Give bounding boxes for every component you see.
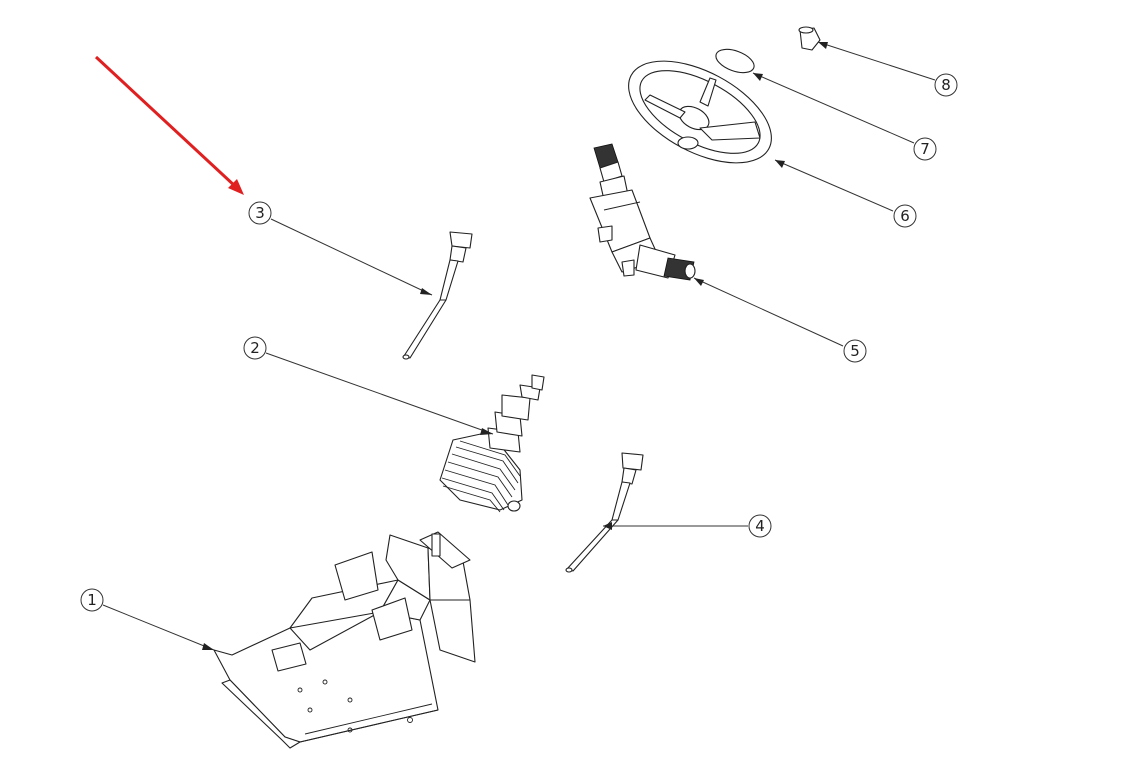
callout-8: 8 xyxy=(934,73,958,97)
part-spinner-knob xyxy=(798,26,821,51)
part-base-bracket xyxy=(213,531,476,749)
callout-label: 6 xyxy=(900,207,910,225)
leader-lines xyxy=(102,41,936,651)
callout-1: 1 xyxy=(80,588,104,612)
callout-label: 4 xyxy=(755,517,765,535)
callout-2: 2 xyxy=(243,336,267,360)
part-steering-column xyxy=(589,143,696,281)
callout-4: 4 xyxy=(748,514,772,538)
part-joystick-bellows xyxy=(439,374,545,513)
callout-3: 3 xyxy=(248,201,272,225)
callout-5: 5 xyxy=(843,339,867,363)
part-center-cap xyxy=(715,48,755,74)
highlight-arrow xyxy=(94,55,244,195)
callout-6: 6 xyxy=(893,204,917,228)
part-lever-lower xyxy=(565,452,644,573)
callout-label: 8 xyxy=(941,76,951,94)
callout-label: 7 xyxy=(920,140,930,158)
part-steering-wheel xyxy=(628,60,772,164)
part-lever-upper xyxy=(402,231,473,360)
callout-7: 7 xyxy=(913,137,937,161)
callout-label: 3 xyxy=(255,204,265,222)
callout-label: 1 xyxy=(87,591,97,609)
callout-label: 5 xyxy=(850,342,860,360)
callout-label: 2 xyxy=(250,339,260,357)
